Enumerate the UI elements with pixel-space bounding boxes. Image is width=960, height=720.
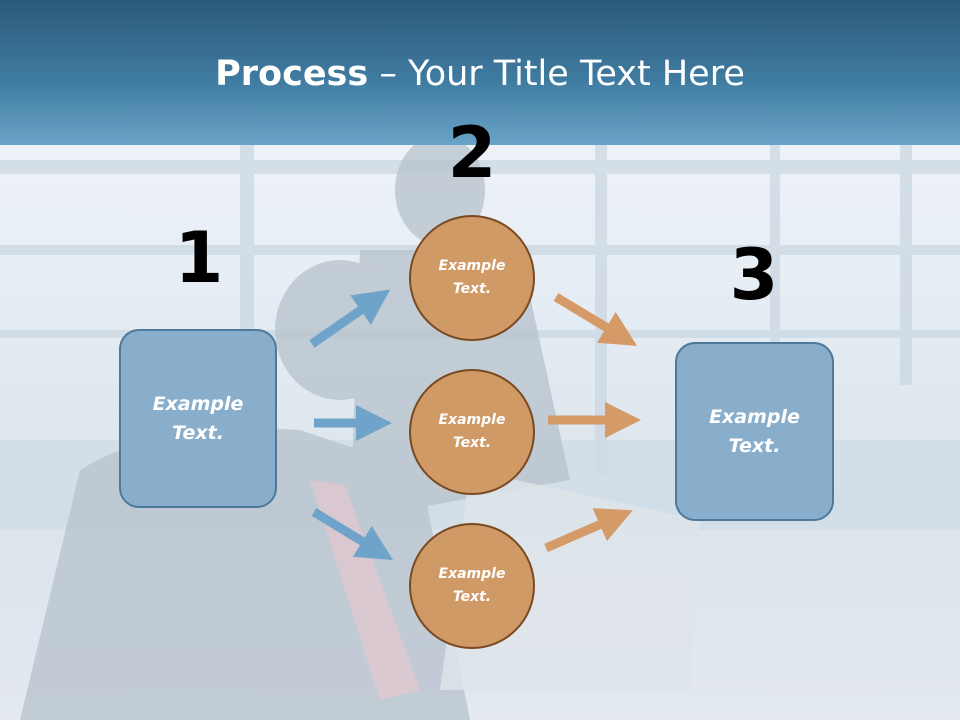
circle-top[interactable]: Example Text. [409,215,535,341]
circle-bottom[interactable]: Example Text. [409,523,535,649]
arrow-orange-up [544,508,633,553]
arrow-orange-down [553,293,638,346]
arrow-blue-up [309,289,391,348]
circle-middle-line1: Example [438,412,506,428]
slide-title: Process – Your Title Text Here [0,52,960,96]
circle-bottom-line1: Example [438,566,506,582]
left-box[interactable]: Example Text. [119,329,277,508]
circle-top-line1: Example [438,258,506,274]
circle-top-line2: Text. [452,281,492,297]
right-box-line2: Text. [728,434,781,457]
left-box-line2: Text. [172,421,224,444]
left-box-line1: Example [152,392,244,415]
title-bar [0,0,960,145]
circle-middle-line2: Text. [452,435,492,451]
circle-middle[interactable]: Example Text. [409,369,535,495]
right-box[interactable]: Example Text. [675,342,834,521]
arrow-blue-down [311,508,394,561]
step-number-1: 1 [174,217,224,299]
step-number-3: 3 [729,234,779,316]
circle-bottom-line2: Text. [452,589,492,605]
step-number-2: 2 [447,112,497,194]
title-rest: – Your Title Text Here [368,54,745,94]
title-bold: Process [215,54,369,94]
right-box-line1: Example [709,405,800,428]
